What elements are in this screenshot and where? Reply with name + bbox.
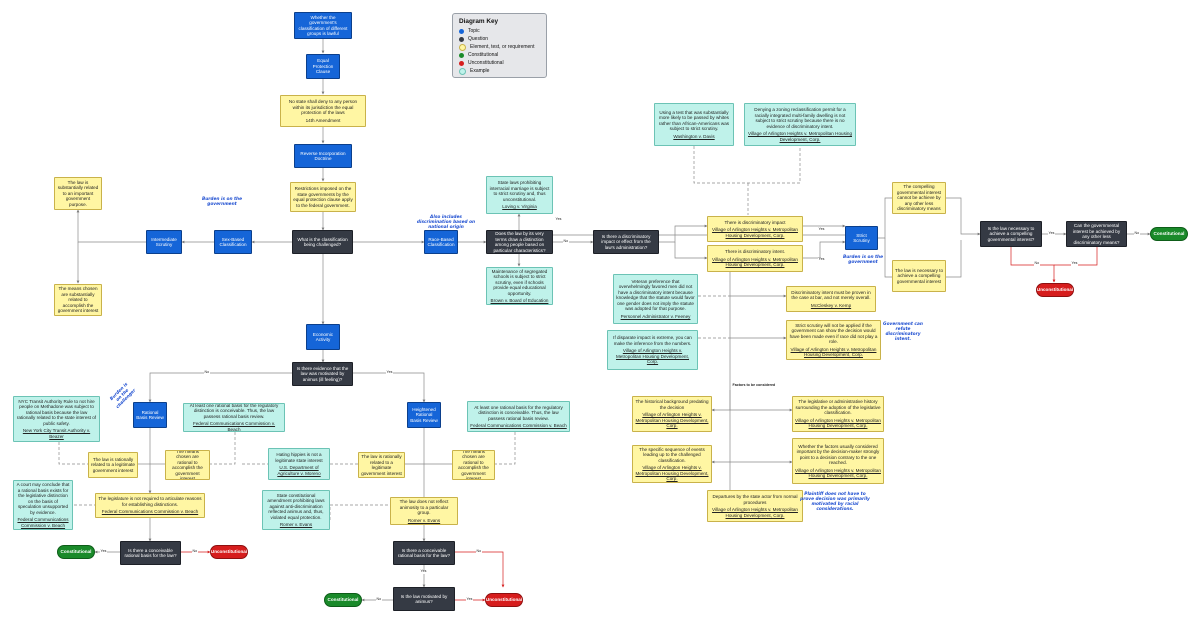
node-usda-v-moreno: Hating hippies is not a legitimate state… xyxy=(268,448,330,480)
node-unconstitutional-strict: Unconstitutional xyxy=(1036,283,1074,297)
node-intermediate-scrutiny: Intermediate Scrutiny xyxy=(146,230,182,254)
key-item-topic: Topic xyxy=(459,27,540,35)
node-sequence-events: The specific sequence of events leading … xyxy=(632,445,712,483)
node-court-speculation: A court may conclude that a rational bas… xyxy=(13,480,73,530)
label-yes-conceivable-rbr: Yes xyxy=(100,549,107,554)
topic-swatch-icon xyxy=(459,28,464,34)
label-no: No xyxy=(563,239,569,244)
label-yes-conceivable-hrbr: Yes xyxy=(420,569,427,574)
node-fcc-v-beach-rbr: At least one rational basis for the regu… xyxy=(183,403,285,432)
constitutional-swatch-icon xyxy=(459,52,464,58)
label-yes-less: Yes xyxy=(1071,261,1078,266)
label-yes-impact: Yes xyxy=(818,227,825,232)
label-factors-considered: Factors to be considered xyxy=(732,383,776,388)
node-loving-v-virginia: State laws prohibiting interracial marri… xyxy=(486,176,553,214)
node-washington-v-davis: Using a test that was substantially more… xyxy=(654,103,734,146)
key-item-constitutional: Constitutional xyxy=(459,51,540,59)
node-means-rational-hrbr: The means chosen are rational to accompl… xyxy=(452,450,495,480)
node-rational-basis-review: Rational Basis Review xyxy=(133,402,167,428)
key-item-question: Question xyxy=(459,35,540,43)
node-14th-amendment: No state shall deny to any person within… xyxy=(280,95,366,127)
node-nyc-v-beazer: NYC Transit Authority Rule to not hire p… xyxy=(13,396,100,442)
node-arlington-denied-permit: Denying a zoning reclassification permit… xyxy=(744,103,856,146)
node-race-based-classification: Race-Based Classification xyxy=(424,230,458,254)
node-necessary-law-question: Is the law necessary to achieve a compel… xyxy=(980,221,1042,247)
label-no-animus: No xyxy=(204,370,210,375)
unconstitutional-swatch-icon xyxy=(459,60,464,66)
node-animus-evidence-question: Is there evidence that the law was motiv… xyxy=(292,362,353,386)
label-yes: Yes xyxy=(555,217,562,222)
key-item-element: Element, test, or requirement xyxy=(459,43,540,51)
node-restrictions: Restrictions imposed on the state govern… xyxy=(290,182,356,212)
label-yes-animus: Yes xyxy=(386,370,393,375)
node-historical-background: The historical background predating the … xyxy=(632,396,712,432)
node-sex-based-classification: Sex-Based Classification xyxy=(214,230,252,254)
node-constitutional-strict: Constitutional xyxy=(1150,227,1188,241)
node-necessary-law: The law is necessary to achieve a compel… xyxy=(892,260,946,292)
node-less-discriminatory-question: Can the governmental interest be achieve… xyxy=(1066,221,1127,247)
node-constitutional-hrbr: Constitutional xyxy=(324,593,362,607)
node-legislature-not-required: The legislature is not required to artic… xyxy=(95,493,205,518)
diagram-key-title: Diagram Key xyxy=(459,18,499,25)
node-unconstitutional-hrbr: Unconstitutional xyxy=(485,593,523,607)
node-conceivable-basis-question-hrbr: Is there a conceivable rational basis fo… xyxy=(393,541,455,565)
node-factors-contrary: Whether the factors usually considered i… xyxy=(792,438,884,484)
node-no-animosity: The law does not reflect animosity to a … xyxy=(390,497,458,525)
node-discriminatory-intent: There is discriminatory intent.Village o… xyxy=(707,245,803,272)
node-constitutional-rbr: Constitutional xyxy=(57,545,95,559)
node-personnel-v-feeney: Veteran preference that overwhelmingly f… xyxy=(613,274,698,324)
node-means-rational-rbr: The means chosen are rational to accompl… xyxy=(165,450,210,480)
label-no-conceivable-hrbr: No xyxy=(476,549,482,554)
node-reverse-incorporation: Reverse Incorporation Doctrine xyxy=(294,144,352,168)
node-substantially-related: The law is substantially related to an i… xyxy=(54,177,102,210)
node-brown-v-board: Maintenance of segregated schools is sub… xyxy=(486,267,553,305)
label-no-less: No xyxy=(1134,231,1140,236)
node-economic-activity: Economic Activity xyxy=(306,324,340,350)
node-romer-v-evans-example: State constitutional amendment prohibiti… xyxy=(262,490,330,530)
node-rationally-related-hrbr: The law is rationally related to a legit… xyxy=(358,452,405,478)
label-yes-motivated: Yes xyxy=(466,597,473,602)
node-fcc-v-beach-hrbr: At least one rational basis for the regu… xyxy=(467,401,570,432)
diagram-key: Diagram Key Topic Question Element, test… xyxy=(452,13,547,78)
label-yes-necessary: Yes xyxy=(1048,231,1055,236)
node-equal-protection-clause: Equal Protection Clause xyxy=(306,54,340,79)
label-no-conceivable-rbr: No xyxy=(192,549,198,554)
question-swatch-icon xyxy=(459,36,464,42)
node-discriminatory-impact-question: Is there a discriminatory impact or effe… xyxy=(593,230,659,254)
node-means-substantially: The means chosen are substantially relat… xyxy=(54,284,102,316)
node-legislative-history: The legislative or administrative histor… xyxy=(792,396,884,432)
node-strict-scrutiny: Strict Scrutiny xyxy=(845,226,878,250)
node-disparate-impact: If disparate impact is extreme, you can … xyxy=(607,330,698,370)
node-conceivable-basis-question-rbr: Is there a conceivable rational basis fo… xyxy=(120,541,181,565)
note-national-origin: Also includes discrimination based on na… xyxy=(416,215,476,231)
node-rationally-related-rbr: The law is rationally related to a legit… xyxy=(88,452,138,478)
node-what-classification-question: What is the classification being challen… xyxy=(292,230,353,254)
node-unconstitutional-rbr: Unconstitutional xyxy=(210,545,248,559)
node-departures-procedures: Departures by the state actor from norma… xyxy=(707,490,803,522)
note-plaintiff: Plaintiff does not have to prove decisio… xyxy=(800,492,870,513)
key-item-unconstitutional: Unconstitutional xyxy=(459,59,540,67)
node-motivated-animus-question: Is the law motivated by animus? xyxy=(393,587,455,611)
element-swatch-icon xyxy=(459,43,466,51)
note-government-refute: Government can refute discriminatory int… xyxy=(883,322,923,343)
label-no-necessary: No xyxy=(1034,261,1040,266)
node-root-topic: Whether the government's classification … xyxy=(294,12,352,39)
example-swatch-icon xyxy=(459,67,466,75)
note-burden-government-2: Burden is on the government xyxy=(842,255,884,266)
label-no-motivated: No xyxy=(376,597,382,602)
node-facial-distinction-question: Does the law by its very terms draw a di… xyxy=(486,230,553,254)
node-compelling-interest: The compelling governmental interest can… xyxy=(892,182,946,214)
node-heightened-rational-basis: Heightened Rational Basis Review xyxy=(407,402,441,428)
label-yes-intent: Yes xyxy=(818,257,825,262)
node-strict-not-applied: Strict scrutiny will not be applied if t… xyxy=(786,320,881,360)
note-burden-government: Burden is on the government xyxy=(201,197,243,208)
key-item-example: Example xyxy=(459,67,540,75)
node-mccleskey-v-kemp: Discriminatory intent must be proven in … xyxy=(786,286,876,312)
